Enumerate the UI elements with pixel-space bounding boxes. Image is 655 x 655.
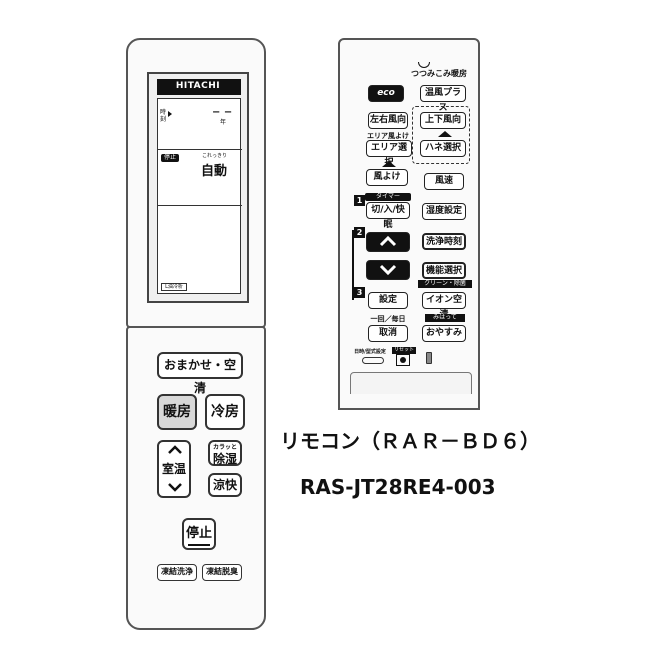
wash-time-button[interactable]: 洗浄時刻 — [422, 233, 466, 250]
lcd-year-label: 年 — [220, 119, 227, 126]
triangle-up-icon — [438, 131, 452, 137]
reset-button[interactable] — [396, 354, 410, 366]
lcd-small-label: これっきり — [202, 153, 228, 159]
remote-left-upper-housing: HITACHI 時刻 − − 年 停止 これっきり 自動 L油冷析 — [126, 38, 266, 328]
chevron-down-icon[interactable] — [378, 264, 398, 276]
lcd-dash: − − — [212, 107, 233, 118]
room-temp-label: 室温 — [161, 462, 186, 476]
reset-label: リセット — [392, 347, 416, 354]
eco-button[interactable]: eco — [368, 85, 404, 102]
step-1-badge: 1 — [354, 195, 365, 206]
lcd-divider — [158, 205, 242, 206]
lcd-arrow-icon — [168, 111, 172, 117]
lcd-screen: 時刻 − − 年 停止 これっきり 自動 L油冷析 — [157, 98, 242, 294]
omakase-button[interactable]: おまかせ・空清 — [157, 352, 243, 395]
stop-label: 停止 — [185, 526, 212, 541]
setting-button[interactable]: 設定 — [368, 292, 408, 309]
display-frame: HITACHI 時刻 − − 年 停止 これっきり 自動 L油冷析 — [147, 72, 249, 303]
ud-wind-button[interactable]: 上下風向 — [420, 112, 466, 129]
wrap-heat-label: つつみこみ暖房 — [411, 69, 467, 78]
clean-sub-label: クリーン・除菌 — [418, 280, 472, 288]
area-select-button[interactable]: エリア選択 — [366, 140, 412, 168]
chevron-up-icon[interactable] — [167, 445, 183, 455]
freeze-deodor-button[interactable]: 凍結脱臭 — [202, 564, 242, 581]
fan-speed-button[interactable]: 風速 — [424, 173, 464, 190]
dehumid-label: 除湿 — [212, 452, 237, 466]
timer-label: タイマー — [365, 193, 411, 201]
dehumid-button[interactable]: カラッと 除湿 — [208, 440, 242, 466]
switch-icon — [426, 352, 432, 364]
wind-group-outline — [412, 106, 470, 164]
once-daily-label: 一回／毎日 — [370, 315, 406, 323]
remote-left: HITACHI 時刻 − − 年 停止 これっきり 自動 L油冷析 おまかせ・空… — [126, 38, 266, 630]
wind-avoid-button[interactable]: 風よけ — [366, 169, 408, 186]
datetime-button[interactable] — [362, 357, 384, 364]
func-select-button[interactable]: 機能選択 — [422, 262, 466, 279]
fin-select-button[interactable]: ハネ選択 — [420, 140, 466, 157]
heat-button[interactable]: 暖房 — [157, 394, 197, 430]
warm-plus-button[interactable]: 温風プラス — [420, 85, 466, 113]
remote-right-housing: つつみこみ暖房 eco 温風プラス 左右風向 上下風向 エリア風よけ エリア選択… — [338, 38, 480, 410]
cancel-button[interactable]: 取消 — [368, 325, 408, 342]
area-avoid-label: エリア風よけ — [367, 132, 409, 140]
timer-button[interactable]: 切/入/快眠 — [366, 202, 410, 230]
brand-plate — [157, 79, 241, 95]
hinge — [338, 394, 480, 410]
ion-clean-button[interactable]: イオン空清 — [422, 292, 466, 320]
step-3-badge: 3 — [354, 287, 365, 298]
humid-set-button[interactable]: 湿度設定 — [422, 203, 466, 220]
up-button[interactable] — [366, 232, 410, 252]
dehumid-top-label: カラッと — [212, 444, 237, 451]
lcd-time-label: 時刻 — [160, 109, 167, 123]
chevron-up-icon[interactable] — [378, 235, 398, 247]
cool-comfort-button[interactable]: 涼快 — [208, 473, 242, 497]
lr-wind-button[interactable]: 左右風向 — [368, 112, 408, 129]
product-title: リモコン（ＲＡＲ－ＢＤ６） — [280, 429, 540, 453]
brand-logo: HITACHI — [175, 81, 221, 91]
reset-dot-icon — [400, 357, 406, 363]
oyasumi-button[interactable]: おやすみ — [422, 325, 466, 342]
down-button[interactable] — [366, 260, 410, 280]
triangle-up-icon — [382, 161, 396, 167]
step-2-badge: 2 — [354, 227, 365, 238]
model-number: RAS-JT28RE4-003 — [300, 475, 496, 499]
remote-left-lower-housing: おまかせ・空清 暖房 冷房 室温 カラッと 除湿 涼快 停止 凍結洗浄 凍結脱臭 — [126, 326, 266, 630]
chevron-down-icon[interactable] — [167, 482, 183, 492]
remote-right: つつみこみ暖房 eco 温風プラス 左右風向 上下風向 エリア風よけ エリア選択… — [338, 38, 480, 410]
watch-label: みはって — [425, 314, 465, 322]
freeze-wash-button[interactable]: 凍結洗浄 — [157, 564, 197, 581]
room-temp-rocker[interactable]: 室温 — [157, 440, 191, 498]
lcd-mode: 自動 — [201, 164, 228, 179]
lcd-stop-badge: 停止 — [161, 154, 179, 162]
step-bar — [352, 230, 354, 300]
datetime-label: 日時/型式設定 — [354, 349, 386, 355]
cool-button[interactable]: 冷房 — [205, 394, 245, 430]
lcd-divider — [158, 149, 242, 150]
lcd-corner-badge: L油冷析 — [161, 283, 187, 291]
stop-underline — [188, 544, 210, 546]
